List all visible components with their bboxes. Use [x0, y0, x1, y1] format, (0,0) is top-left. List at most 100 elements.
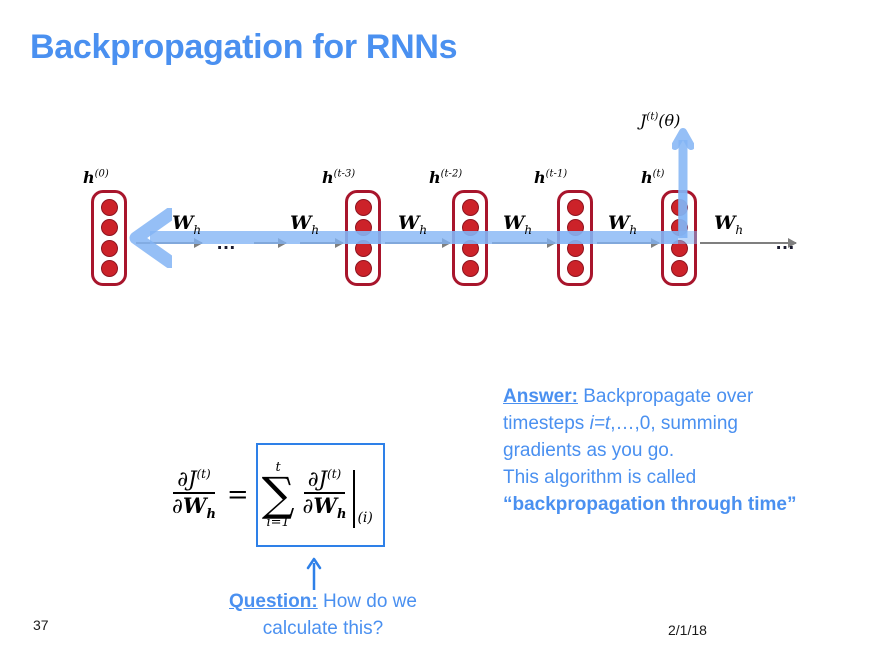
rnn-cell-label-ht-2: h(t-2): [429, 168, 462, 187]
answer-line-4: This algorithm is called: [503, 467, 697, 488]
answer-line-2-emphasis: i=t: [589, 413, 611, 434]
question-callout: Question: How do we calculate this?: [178, 588, 468, 642]
answer-callout: Answer: Backpropagate over timesteps i=t…: [503, 383, 843, 518]
rnn-cell-label-h0: h(0): [83, 168, 109, 187]
evaluated-at-index: (i): [357, 510, 373, 526]
neuron: [461, 198, 479, 216]
equation-rhs-denominator: ∂Wh: [299, 494, 351, 523]
weight-label-sub: h: [735, 222, 744, 237]
weight-label-Wh: Wh: [398, 212, 427, 237]
lhs-num-base: ∂J: [177, 467, 197, 492]
weight-label-base: W: [608, 212, 630, 234]
rhs-num-base: ∂J: [307, 467, 328, 492]
cell-label-base: h: [534, 168, 546, 187]
weight-label-base: W: [398, 212, 420, 234]
neuron: [354, 260, 372, 278]
cell-label-sup: (t): [652, 168, 665, 180]
equation-rhs-fraction: ∂J(t) ∂Wh: [299, 467, 351, 523]
weight-label-base: W: [290, 212, 312, 234]
neuron: [566, 198, 584, 216]
neuron: [100, 198, 118, 216]
backprop-band-overlay: [452, 231, 488, 244]
backprop-gradient-band: [150, 231, 678, 244]
sum-upper-limit: t: [275, 460, 281, 476]
equals-sign: =: [226, 480, 249, 510]
weight-label-sub: h: [419, 222, 428, 237]
page-title: Backpropagation for RNNs: [30, 28, 458, 66]
neuron: [100, 239, 118, 257]
lhs-den-sub: h: [206, 506, 216, 522]
equation-lhs-numerator: ∂J(t): [173, 467, 215, 494]
question-pointer-arrow-icon: [305, 556, 323, 590]
summation-operator: t ∑ i=1: [262, 461, 295, 528]
answer-line-3: gradients as you go.: [503, 440, 675, 461]
rnn-cell-h0: [91, 190, 127, 286]
weight-label-base: W: [503, 212, 525, 234]
rnn-unrolled-diagram: … … Wh Wh Wh Wh Wh Wh: [0, 100, 882, 320]
neuron: [670, 260, 688, 278]
vertical-bar-icon: [353, 470, 356, 528]
weight-label-Wh: Wh: [172, 212, 201, 237]
loss-label-tail: (θ): [658, 111, 681, 130]
equation-rhs-numerator: ∂J(t): [303, 467, 346, 494]
loss-label-sup: (t): [646, 111, 659, 123]
weight-label-Wh: Wh: [503, 212, 532, 237]
answer-line-2-pre: timesteps: [503, 413, 590, 434]
sigma-icon: ∑: [261, 467, 295, 522]
loss-arrow-overlay: [678, 190, 687, 238]
evaluated-at-bar: (i): [353, 462, 373, 528]
loss-label: J(t)(θ): [640, 111, 680, 130]
equation-lhs-denominator: ∂Wh: [168, 494, 220, 523]
rnn-cell-label-ht-1: h(t-1): [534, 168, 567, 187]
weight-label-base: W: [172, 212, 194, 234]
gradient-equation: ∂J(t) ∂Wh = t ∑ i=1 ∂J(t) ∂Wh: [168, 443, 385, 547]
answer-line-2-post: ,…,0, summing: [610, 413, 738, 434]
backprop-band-overlay: [345, 231, 381, 244]
lhs-den-partial: ∂: [172, 493, 183, 518]
neuron: [566, 260, 584, 278]
cell-label-sup: (0): [94, 168, 109, 180]
rhs-den-base: W: [313, 492, 337, 518]
backprop-band-overlay: [557, 231, 593, 244]
cell-label-base: h: [429, 168, 441, 187]
cell-label-base: h: [641, 168, 653, 187]
question-line-1: Question: How do we: [178, 588, 468, 615]
cell-label-sup: (t-2): [440, 168, 463, 180]
question-line-1-text: How do we: [317, 591, 417, 612]
answer-line-1: Answer: Backpropagate over: [503, 383, 843, 410]
cell-label-sup: (t-3): [333, 168, 356, 180]
question-lead-label: Question:: [229, 591, 318, 612]
rhs-den-partial: ∂: [302, 493, 314, 518]
weight-label-sub: h: [311, 222, 320, 237]
cell-label-sup: (t-1): [545, 168, 568, 180]
loss-label-base: J: [640, 111, 647, 130]
equation-lhs-fraction: ∂J(t) ∂Wh: [168, 467, 220, 523]
rhs-num-sup: (t): [327, 467, 342, 482]
slide-date: 2/1/18: [668, 622, 707, 638]
neuron: [100, 219, 118, 237]
question-line-2: calculate this?: [262, 618, 384, 639]
weight-label-sub: h: [524, 222, 533, 237]
rnn-cell-label-ht-3: h(t-3): [322, 168, 355, 187]
rnn-cell-label-ht: h(t): [641, 168, 664, 187]
rhs-den-sub: h: [337, 506, 347, 522]
weight-label-Wh: Wh: [714, 212, 743, 237]
answer-line-2: timesteps i=t,…,0, summing: [503, 410, 843, 437]
neuron: [100, 260, 118, 278]
ellipsis-right: …: [775, 232, 796, 254]
answer-lead-label: Answer:: [503, 386, 578, 407]
weight-label-Wh: Wh: [608, 212, 637, 237]
backprop-arrowhead-icon: [126, 208, 172, 268]
sum-lower-limit: i=1: [266, 514, 290, 530]
equation-highlight-box: t ∑ i=1 ∂J(t) ∂Wh (i): [255, 443, 385, 547]
lhs-num-sup: (t): [196, 467, 211, 482]
answer-line-1-text: Backpropagate over: [577, 386, 754, 407]
weight-label-sub: h: [629, 222, 638, 237]
answer-line-5-term: “backpropagation through time”: [503, 494, 797, 515]
weight-label-base: W: [714, 212, 736, 234]
cell-label-base: h: [322, 168, 334, 187]
neuron: [461, 260, 479, 278]
cell-label-base: h: [83, 168, 95, 187]
forward-arrow: [700, 238, 797, 248]
